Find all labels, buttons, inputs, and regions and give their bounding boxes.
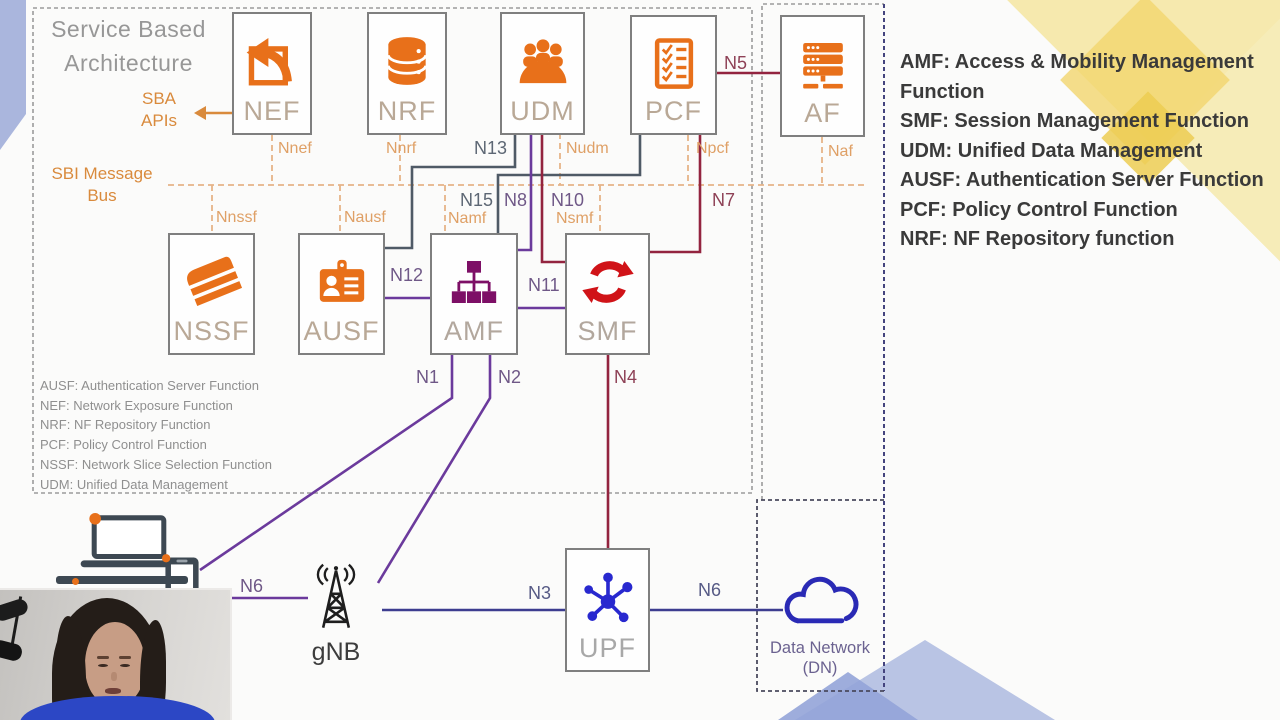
person-eyebrow-right	[119, 656, 131, 659]
nnef-label: Nnef	[278, 140, 312, 157]
smf-node: SMF	[565, 233, 650, 355]
nssf-label: NSSF	[173, 316, 250, 346]
n13-line	[385, 133, 517, 250]
sbi-bus-stubs	[211, 133, 823, 233]
naf-label: Naf	[828, 143, 853, 160]
n10-line	[540, 133, 565, 264]
n7-line	[650, 135, 702, 254]
sba-dashed-frame	[32, 7, 753, 494]
amf-node: AMF	[430, 233, 518, 355]
gnb-icon	[308, 560, 364, 644]
upf-label: UPF	[579, 633, 636, 663]
hub-spoke-icon	[579, 560, 637, 635]
cake-slice-icon	[182, 245, 242, 318]
person-nose	[111, 672, 117, 681]
nudm-label: Nudm	[566, 140, 609, 157]
n3-label: N3	[528, 583, 552, 603]
person-eye-right	[120, 664, 130, 667]
cloud-icon	[778, 570, 866, 632]
pcf-label: PCF	[645, 96, 702, 126]
person-eye-left	[98, 664, 108, 667]
n2-line	[376, 355, 492, 584]
pcf-node: PCF	[630, 15, 717, 135]
n1-line	[199, 355, 454, 572]
n5-label: N5	[724, 53, 748, 73]
n6-access-label: N6	[240, 576, 264, 596]
hierarchy-icon	[445, 245, 503, 318]
n4-label: N4	[614, 367, 638, 387]
laptop-icon	[70, 512, 188, 570]
slide-title: Service Based Architecture	[36, 12, 221, 80]
n10-label: N10	[551, 190, 585, 210]
nef-node: NEF	[232, 12, 312, 135]
nausf-label: Nausf	[344, 209, 386, 226]
n1-label: N1	[416, 367, 440, 387]
nnrf-label: Nnrf	[386, 140, 417, 157]
person-shirt	[20, 696, 215, 720]
ausf-label: AUSF	[303, 316, 380, 346]
n2-label: N2	[498, 367, 522, 387]
n8-line	[518, 133, 533, 252]
id-card-icon	[312, 245, 372, 318]
database-icon	[379, 24, 435, 98]
nsmf-label: Nsmf	[556, 210, 594, 227]
namf-label: Namf	[448, 210, 487, 227]
n11-label: N11	[528, 275, 560, 295]
nef-label: NEF	[243, 96, 301, 126]
n7-label: N7	[712, 190, 736, 210]
sba-apis-arrowhead	[194, 106, 206, 120]
slide-title-line1: Service Based	[51, 16, 206, 42]
sbi-message-bus-label: SBI Message Bus	[51, 164, 153, 205]
mic-icon	[0, 638, 24, 663]
dn-label: Data Network (DN)	[770, 639, 870, 677]
n8-label: N8	[504, 190, 528, 210]
n6-dn-label: N6	[698, 580, 722, 600]
checklist-icon	[647, 27, 701, 98]
smf-label: SMF	[577, 316, 638, 346]
definitions-list: AMF: Access & Mobility Management Functi…	[900, 51, 1264, 250]
meeting-people-icon	[513, 24, 573, 98]
slide-title-line2: Architecture	[64, 50, 193, 76]
server-stack-icon	[794, 27, 852, 100]
nrf-node: NRF	[367, 12, 447, 135]
tablet-icon	[56, 576, 188, 584]
nrf-label: NRF	[377, 96, 437, 126]
person-eyebrow-left	[97, 656, 109, 659]
udm-node: UDM	[500, 12, 585, 135]
sba-apis-label: SBA APIs	[141, 89, 177, 130]
n15-label: N15	[460, 190, 494, 210]
amf-label: AMF	[444, 316, 504, 346]
udm-label: UDM	[510, 96, 575, 126]
external-domain-frame	[761, 3, 884, 500]
n13-label: N13	[474, 138, 508, 158]
npcf-label: Npcf	[696, 140, 729, 157]
ausf-node: AUSF	[298, 233, 385, 355]
upf-node: UPF	[565, 548, 650, 672]
person-mouth	[105, 688, 121, 694]
webcam-overlay	[0, 588, 232, 720]
tablet-dot	[72, 578, 79, 585]
sba-abbreviation-legend: AUSF: Authentication Server Function NEF…	[40, 378, 272, 492]
gnb-label: gNB	[311, 638, 361, 666]
sync-arrows-icon	[579, 245, 637, 318]
export-arrow-icon	[243, 24, 301, 98]
af-node: AF	[780, 15, 865, 137]
n12-label: N12	[390, 265, 424, 285]
af-label: AF	[804, 98, 841, 128]
nssf-node: NSSF	[168, 233, 255, 355]
n15-line	[496, 135, 642, 233]
nnssf-label: Nnssf	[216, 209, 257, 226]
